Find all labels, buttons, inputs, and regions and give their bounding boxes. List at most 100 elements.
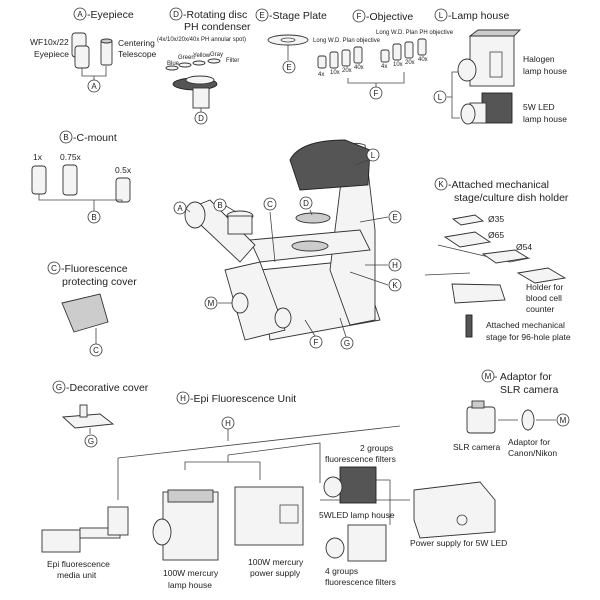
decorative-title: -Decorative cover	[66, 382, 149, 394]
mercury-lamp-label: 100W mercury	[163, 568, 219, 578]
callout-c: C	[267, 200, 273, 209]
callout-b: B	[63, 133, 68, 142]
mag-label: 0.75x	[60, 152, 82, 162]
c-mount-drawings	[31, 164, 131, 203]
mercury-psu-label: 100W mercury	[248, 557, 304, 567]
d54-label: Ø54	[516, 242, 532, 252]
adaptor-label: Adaptor for	[508, 437, 550, 447]
cover-title: -Fluorescence	[61, 263, 128, 275]
four-groups-label: fluorescence filters	[325, 577, 396, 587]
slr-title: - Adaptor for	[494, 371, 552, 383]
eyepiece-label: WF10x/22	[30, 37, 69, 47]
objective-drawings	[317, 38, 427, 69]
decorative-cover-drawing	[61, 413, 115, 429]
callout-g: G	[56, 383, 62, 392]
plate-label: Attached mechanical	[486, 320, 565, 330]
led-label: 5W LED	[523, 102, 555, 112]
callout-g: G	[344, 339, 350, 348]
eyepiece-label: Eyepiece	[34, 49, 69, 59]
filter-label: Gray	[210, 52, 223, 58]
callout-c: C	[51, 264, 57, 273]
callout-m: M	[560, 416, 567, 425]
led-psu-label: Power supply for 5W LED	[410, 538, 507, 548]
mech-stage-title: stage/culture dish holder	[454, 192, 569, 204]
callout-h: H	[180, 394, 186, 403]
callout-l: L	[439, 11, 444, 20]
callout-c: C	[93, 346, 99, 355]
mag-label: 1x	[33, 152, 43, 162]
callout-e: E	[286, 63, 291, 72]
lamp-house-section: L -Lamp house Halogen lamp house 5W LED …	[433, 8, 567, 125]
epi-media-unit-drawing	[41, 506, 129, 553]
four-group-lamp-drawing	[325, 524, 387, 562]
holder-label: blood cell	[526, 293, 562, 303]
callout-h: H	[225, 419, 231, 428]
media-unit-label: media unit	[57, 570, 97, 580]
eyepiece-section: A -Eyepiece WF10x/22 Eyepiece Centering …	[30, 7, 157, 93]
mag-label: 10x	[393, 62, 403, 68]
mag-label: 40x	[418, 57, 428, 63]
plan-objective-label: Long W.D. Plan objective	[313, 38, 381, 44]
callout-d: D	[198, 114, 204, 123]
callout-l: L	[371, 151, 376, 160]
mech-stage-title: -Attached mechanical	[448, 179, 549, 191]
callout-m: M	[485, 372, 492, 381]
callout-d: D	[303, 199, 309, 208]
halogen-lamp-drawing	[457, 29, 522, 87]
condenser-title: PH condenser	[184, 21, 251, 33]
media-unit-label: Epi fluorescence	[47, 559, 110, 569]
condenser-title: -Rotating disc	[183, 9, 247, 21]
callout-b: B	[91, 213, 96, 222]
stage-parts-drawing	[424, 214, 567, 338]
condenser-section: D -Rotating disc PH condenser (4x/10x/20…	[157, 7, 251, 125]
four-groups-label: 4 groups	[325, 566, 358, 576]
eyepiece-drawing	[71, 32, 113, 69]
callout-f: F	[357, 12, 362, 21]
cover-drawing	[61, 293, 109, 333]
filter-label: Green	[178, 55, 195, 61]
halogen-label: Halogen	[523, 54, 555, 64]
callout-k: K	[438, 180, 444, 189]
led-psu-drawing	[413, 481, 496, 539]
mercury-psu-drawing	[234, 486, 304, 546]
fluorescence-cover-section: C -Fluorescence protecting cover C	[47, 261, 137, 357]
lamp-house-title: -Lamp house	[448, 10, 509, 22]
objective-section: F -Objective Long W.D. Plan objective Lo…	[313, 9, 454, 100]
slr-camera-label: SLR camera	[453, 442, 501, 452]
mercury-lamp-drawing	[152, 489, 219, 561]
halogen-label: lamp house	[523, 66, 567, 76]
mercury-psu-label: power supply	[250, 568, 301, 578]
callout-g: G	[88, 437, 94, 446]
slr-camera-drawing	[466, 400, 496, 434]
plate-label: stage for 96-hole plate	[486, 332, 571, 342]
callout-b: B	[217, 201, 222, 210]
callout-f: F	[314, 338, 319, 347]
stage-plate-drawing	[267, 34, 309, 46]
d65-label: Ø65	[488, 230, 504, 240]
mechanical-stage-section: K -Attached mechanical stage/culture dis…	[424, 177, 571, 342]
holder-label: Holder for	[526, 282, 563, 292]
condenser-subtitle: (4x/10x/20x/40x PH annular spot)	[157, 37, 246, 43]
callout-l: L	[438, 93, 443, 102]
callout-e: E	[259, 11, 264, 20]
epi-title: -Epi Fluorescence Unit	[190, 393, 296, 405]
callout-f: F	[374, 89, 379, 98]
callout-k: K	[392, 281, 398, 290]
mag-label: 20x	[405, 60, 415, 66]
c-mount-section: B -C-mount 1x 0.75x 0.5x B	[31, 130, 132, 224]
telescope-label: Centering	[118, 38, 155, 48]
telescope-label: Telescope	[118, 49, 157, 59]
led-lamp-drawing	[460, 92, 513, 125]
mag-label: 4x	[318, 72, 324, 78]
cover-title: protecting cover	[62, 276, 137, 288]
callout-m: M	[208, 299, 215, 308]
callout-a: A	[77, 10, 83, 19]
d35-label: Ø35	[488, 214, 504, 224]
decorative-cover-section: G -Decorative cover G	[52, 380, 149, 448]
mag-label: 20x	[342, 68, 352, 74]
two-groups-label: 2 groups	[360, 443, 393, 453]
mag-label: 10x	[330, 70, 340, 76]
filter-discs	[165, 58, 221, 71]
condenser-drawing	[172, 75, 218, 109]
